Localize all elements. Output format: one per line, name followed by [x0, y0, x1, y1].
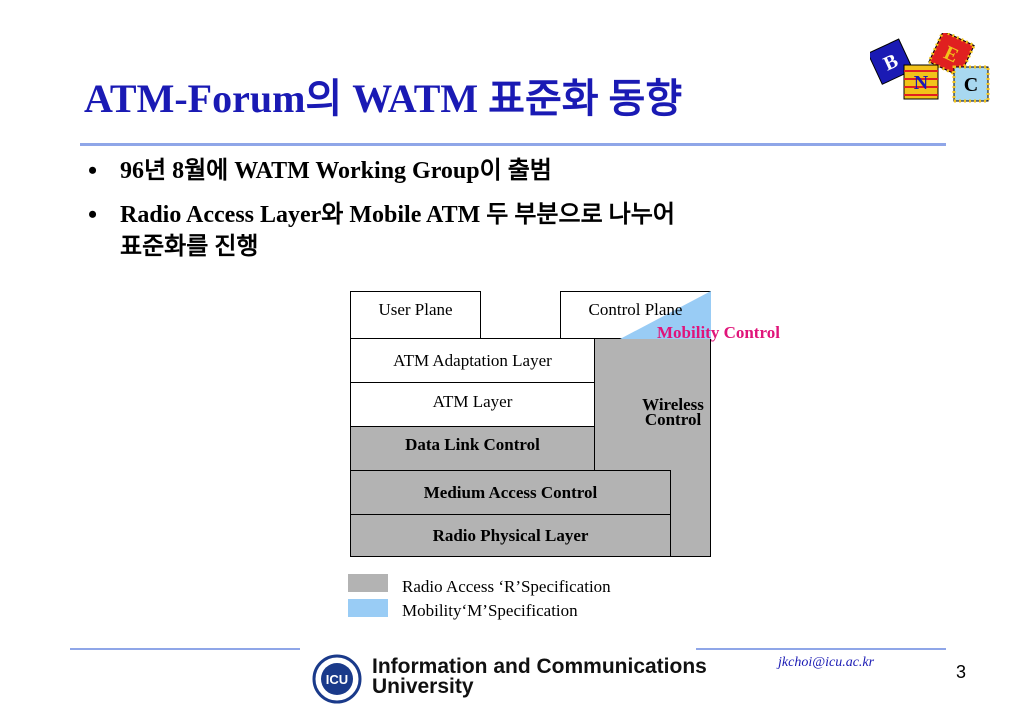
legend-label-mobility: Mobility‘M’Specification [402, 601, 578, 620]
mobility-triangle [620, 291, 711, 339]
bullet-item: • 96년 8월에 WATM Working Group이 출범 [86, 155, 906, 187]
data-link-label: Data Link Control [405, 435, 540, 454]
radio-phy-box: Radio Physical Layer [350, 514, 671, 557]
logo-letter-n: N [914, 72, 929, 94]
wireless-control-label: Wireless Control [628, 395, 718, 429]
aal-label: ATM Adaptation Layer [393, 350, 552, 370]
logo-tile-b: B [870, 38, 914, 85]
title-divider [80, 143, 946, 146]
bullet-list: • 96년 8월에 WATM Working Group이 출범 • Radio… [86, 155, 906, 275]
aal-box: ATM Adaptation Layer [350, 338, 595, 383]
atm-layer-label: ATM Layer [432, 392, 513, 411]
bullet-text: 96년 8월에 WATM Working Group이 출범 [120, 158, 552, 184]
university-name: Information and Communications Universit… [372, 655, 707, 698]
legend-swatch-mobility [348, 599, 388, 617]
author-email: jkchoi@icu.ac.kr [778, 655, 875, 670]
benc-logo: B E N C [870, 33, 990, 103]
logo-letter-c: C [964, 74, 978, 96]
university-name-line2: University [372, 675, 474, 698]
user-plane-box: User Plane [350, 291, 481, 339]
icu-seal-text: ICU [326, 672, 348, 687]
control-plane-label: Control Plane [588, 300, 683, 319]
diagram-legend: Radio Access ‘R’Specification Mobility‘M… [348, 574, 688, 624]
data-link-control-box: Data Link Control [350, 426, 595, 471]
logo-tile-n: N [903, 64, 939, 100]
mobility-control-label: Mobility Control [657, 323, 780, 342]
protocol-stack-diagram: Control Plane User Plane Mobility Contro… [348, 291, 818, 561]
university-name-line1: Information and Communications [372, 655, 707, 678]
legend-label-radio: Radio Access ‘R’Specification [402, 577, 611, 596]
user-plane-label: User Plane [378, 300, 453, 319]
phy-label: Radio Physical Layer [432, 525, 589, 545]
bullet-item: • Radio Access Layer와 Mobile ATM 두 부분으로 … [86, 199, 906, 263]
legend-swatch-radio [348, 574, 388, 592]
bullet-dot-icon: • [88, 156, 98, 185]
bullet-text: Radio Access Layer와 Mobile ATM 두 부분으로 나누… [120, 202, 675, 228]
control-plane-box: Control Plane [560, 291, 711, 339]
mac-box: Medium Access Control [350, 470, 671, 515]
footer-divider-left [70, 648, 300, 650]
slide-title: ATM-Forum의 WATM 표준화 동향 [84, 76, 683, 121]
logo-tile-e: E [926, 33, 977, 79]
wireless-label-line2: Control [644, 410, 702, 429]
page-number: 3 [956, 662, 967, 682]
bullet-dot-icon: • [88, 200, 98, 229]
atm-layer-box: ATM Layer [350, 382, 595, 427]
footer-divider-right [696, 648, 946, 650]
mac-label: Medium Access Control [423, 482, 598, 502]
wireless-label-line1: Wireless [642, 395, 704, 414]
bullet-text-continued: 표준화를 진행 [120, 234, 259, 260]
logo-tile-c: C [952, 65, 990, 103]
icu-seal-icon: ICU [312, 654, 362, 704]
